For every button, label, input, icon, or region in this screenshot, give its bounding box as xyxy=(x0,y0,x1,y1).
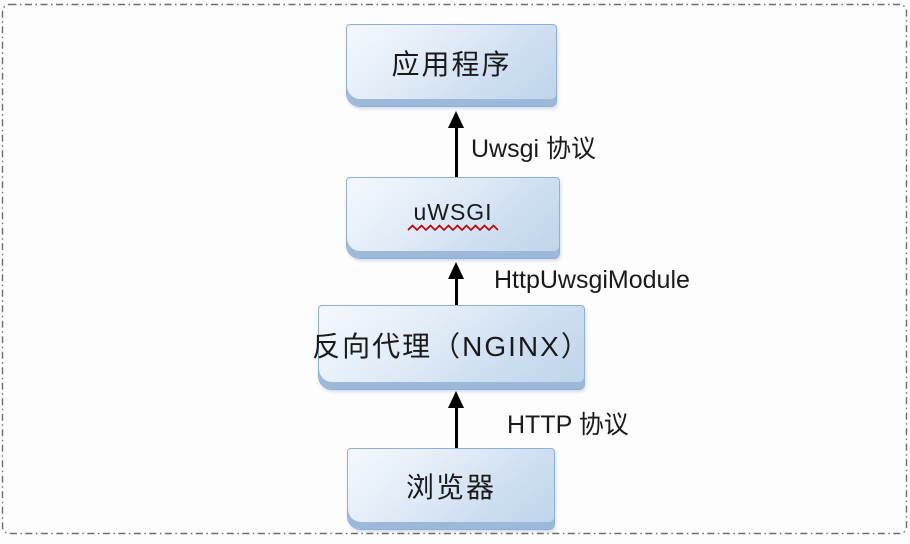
arrow-up-nginx-to-uwsgi xyxy=(447,262,465,305)
arrow-head-icon xyxy=(448,111,464,128)
arrow-shaft xyxy=(454,126,458,177)
node-application-label: 应用程序 xyxy=(391,48,512,80)
node-application: 应用程序 xyxy=(346,24,557,107)
node-reverse-proxy-nginx: 反向代理（NGINX） xyxy=(312,305,589,390)
edge-label-uwsgi-protocol: Uwsgi 协议 xyxy=(471,135,597,163)
arrow-up-uwsgi-to-app xyxy=(447,111,465,177)
arrow-up-browser-to-nginx xyxy=(447,391,465,448)
node-uwsgi: uWSGI xyxy=(346,177,560,259)
node-browser: 浏览器 xyxy=(347,448,555,530)
edge-label-http-protocol: HTTP 协议 xyxy=(507,411,629,439)
node-nginx-label: 反向代理（NGINX） xyxy=(312,330,591,362)
edge-label-http-uwsgi-module: HttpUwsgiModule xyxy=(494,266,690,294)
node-uwsgi-label: uWSGI xyxy=(413,198,493,225)
node-browser-label: 浏览器 xyxy=(405,472,496,503)
arrow-head-icon xyxy=(448,262,464,279)
arrow-shaft xyxy=(454,277,458,305)
spellcheck-squiggle-icon xyxy=(407,223,499,231)
arrow-head-icon xyxy=(448,391,464,408)
arrow-shaft xyxy=(454,406,458,448)
